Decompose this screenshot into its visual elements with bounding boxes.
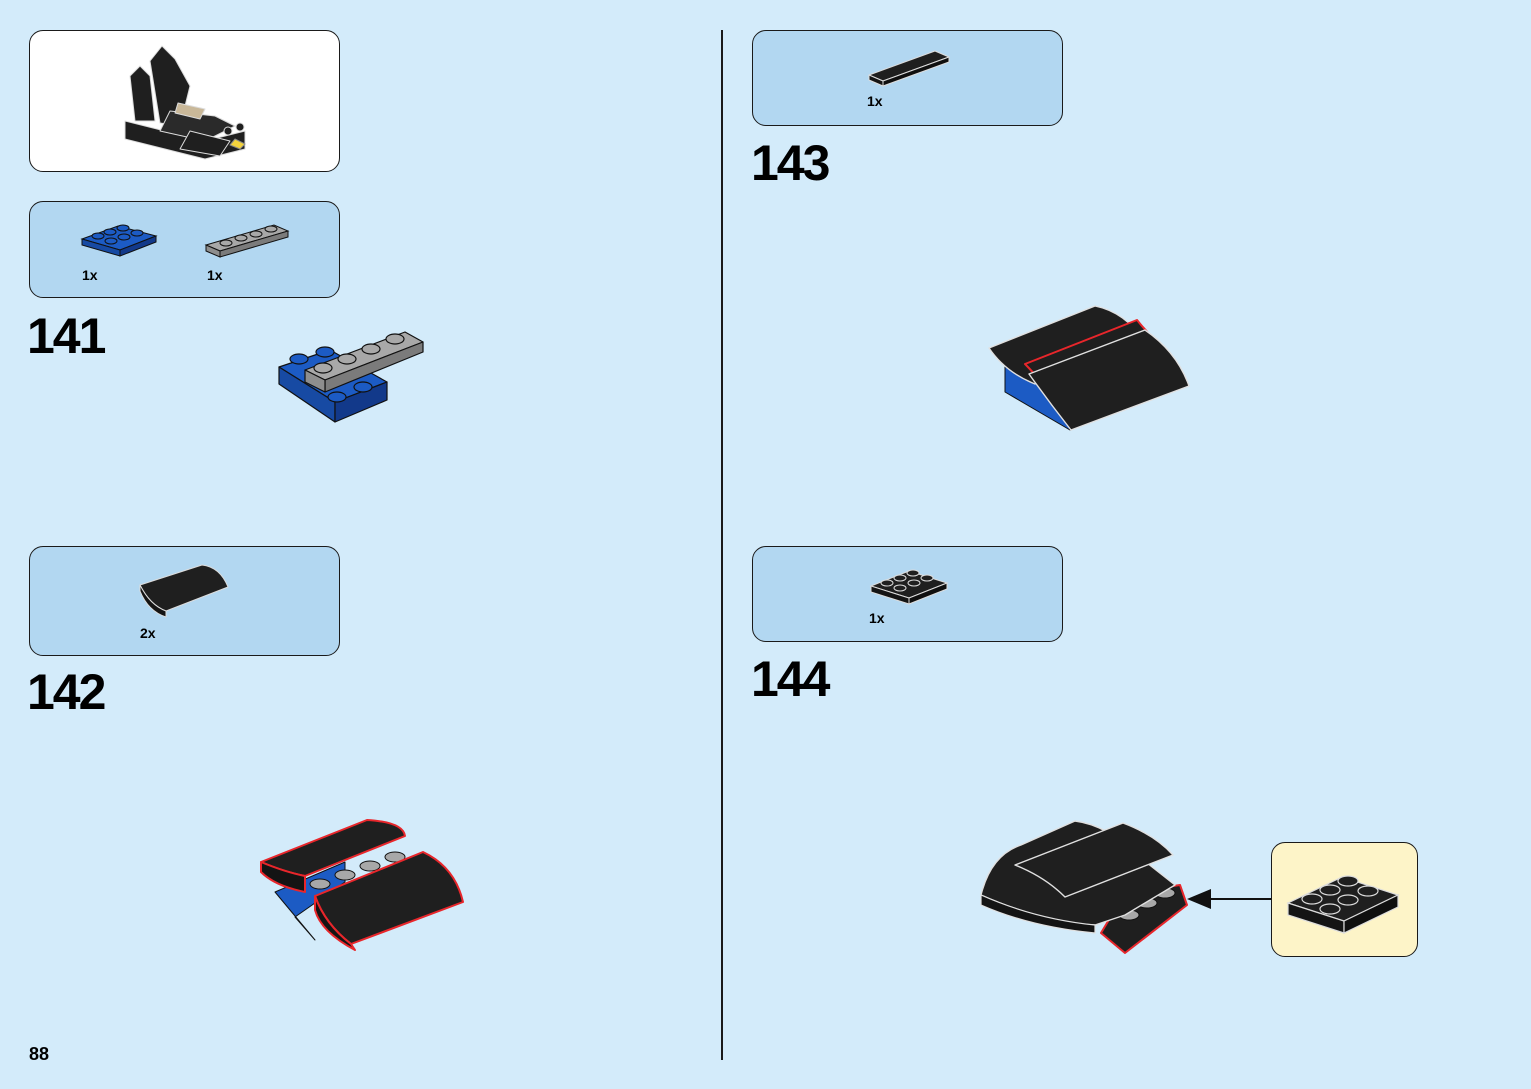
black-tile-icon (868, 50, 950, 87)
step-143-assembly-illustration (988, 305, 1190, 431)
step-144-assembly-illustration (980, 820, 1188, 954)
step-143-parts-box: 1x (752, 30, 1063, 126)
page-divider (721, 30, 723, 1060)
step-142-part-1-qty: 2x (140, 625, 156, 641)
step-143-part-1-qty: 1x (867, 93, 883, 109)
step-141-part-1-qty: 1x (82, 267, 98, 283)
step-142-assembly-illustration (260, 819, 464, 951)
step-141-assembly-illustration (278, 331, 424, 423)
subassembly-preview-box (29, 30, 340, 172)
black-plate-2x3-callout-icon (1286, 875, 1400, 934)
step-141-part-2-qty: 1x (207, 267, 223, 283)
step-144-parts-box: 1x (752, 546, 1063, 642)
step-142-number: 142 (27, 664, 106, 720)
step-144-part-1-qty: 1x (869, 610, 885, 626)
step-144-number: 144 (751, 651, 830, 707)
black-plate-2x3-icon (869, 569, 949, 605)
step-144-callout-box (1271, 842, 1418, 957)
black-seat-subassembly-icon (124, 45, 246, 160)
blue-plate-2x3-icon (80, 224, 158, 257)
gray-plate-1x4-icon (204, 224, 290, 258)
black-curved-slope-icon (139, 564, 229, 618)
step-142-parts-box: 2x (29, 546, 340, 656)
step-141-parts-box: 1x 1x (29, 201, 340, 298)
step-143-number: 143 (751, 135, 830, 191)
page-number: 88 (29, 1044, 50, 1064)
insert-arrow-icon (1187, 889, 1271, 909)
step-141-number: 141 (27, 308, 106, 364)
